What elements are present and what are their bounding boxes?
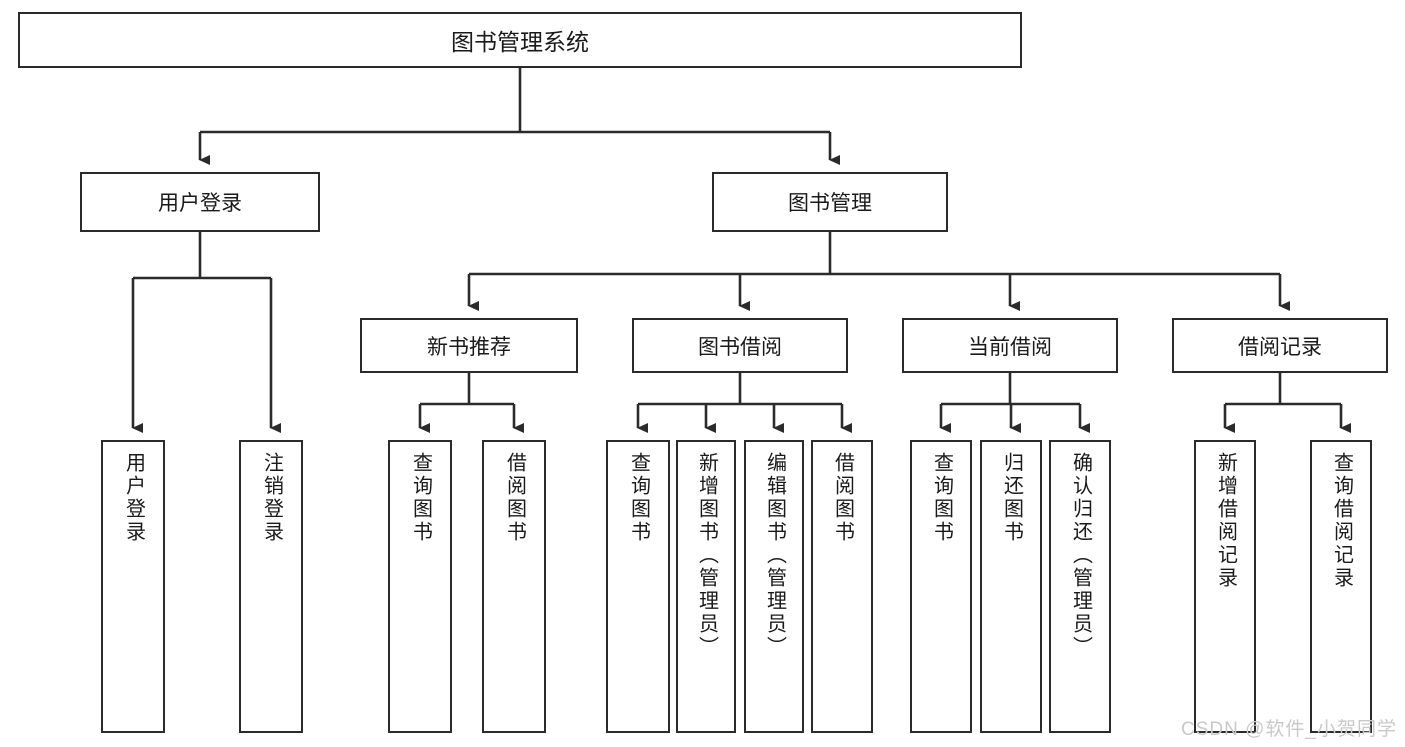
leaf-query-book-current[interactable]: 查询图书	[910, 440, 972, 733]
node-book-management-label: 图书管理	[788, 192, 872, 215]
leaf-confirm-return-admin-label: 确认归还（管理员）	[1069, 452, 1092, 659]
leaf-borrow-book-recommend-label: 借阅图书	[503, 452, 526, 544]
leaf-query-borrow-record[interactable]: 查询借阅记录	[1310, 440, 1372, 733]
leaf-user-login-label: 用户登录	[122, 452, 145, 544]
node-new-book-recommend-label: 新书推荐	[427, 335, 511, 359]
node-current-borrow-label: 当前借阅	[968, 335, 1052, 359]
node-borrow-record[interactable]: 借阅记录	[1172, 318, 1388, 373]
leaf-return-book-label: 归还图书	[1000, 452, 1023, 544]
node-book-borrow-label: 图书借阅	[698, 335, 782, 359]
leaf-borrow-book-recommend[interactable]: 借阅图书	[482, 440, 546, 733]
leaf-query-book-borrow[interactable]: 查询图书	[606, 440, 670, 733]
leaf-query-book-recommend-label: 查询图书	[409, 452, 432, 544]
node-book-borrow[interactable]: 图书借阅	[632, 318, 848, 373]
leaf-query-book-borrow-label: 查询图书	[627, 452, 650, 544]
leaf-query-borrow-record-label: 查询借阅记录	[1330, 452, 1353, 590]
node-borrow-record-label: 借阅记录	[1238, 335, 1322, 359]
leaf-logout-label: 注销登录	[260, 452, 283, 544]
watermark: CSDN @软件_小贺同学	[1181, 719, 1397, 740]
leaf-user-login[interactable]: 用户登录	[101, 440, 165, 733]
leaf-edit-book-admin-label: 编辑图书（管理员）	[763, 452, 786, 659]
leaf-add-book-admin-label: 新增图书（管理员）	[695, 452, 718, 659]
leaf-confirm-return-admin[interactable]: 确认归还（管理员）	[1049, 440, 1111, 733]
node-new-book-recommend[interactable]: 新书推荐	[360, 318, 578, 373]
leaf-query-book-recommend[interactable]: 查询图书	[388, 440, 452, 733]
node-book-management[interactable]: 图书管理	[712, 172, 948, 232]
node-current-borrow[interactable]: 当前借阅	[902, 318, 1118, 373]
node-user-login[interactable]: 用户登录	[80, 172, 320, 232]
leaf-query-book-current-label: 查询图书	[930, 452, 953, 544]
leaf-borrow-book[interactable]: 借阅图书	[811, 440, 873, 733]
node-root[interactable]: 图书管理系统	[18, 12, 1022, 68]
leaf-return-book[interactable]: 归还图书	[980, 440, 1042, 733]
node-user-login-label: 用户登录	[158, 192, 242, 215]
leaf-add-book-admin[interactable]: 新增图书（管理员）	[676, 440, 736, 733]
leaf-edit-book-admin[interactable]: 编辑图书（管理员）	[744, 440, 804, 733]
leaf-add-borrow-record-label: 新增借阅记录	[1214, 452, 1237, 590]
node-root-label: 图书管理系统	[451, 29, 589, 55]
leaf-add-borrow-record[interactable]: 新增借阅记录	[1194, 440, 1256, 733]
leaf-borrow-book-label: 借阅图书	[831, 452, 854, 544]
leaf-logout[interactable]: 注销登录	[239, 440, 303, 733]
